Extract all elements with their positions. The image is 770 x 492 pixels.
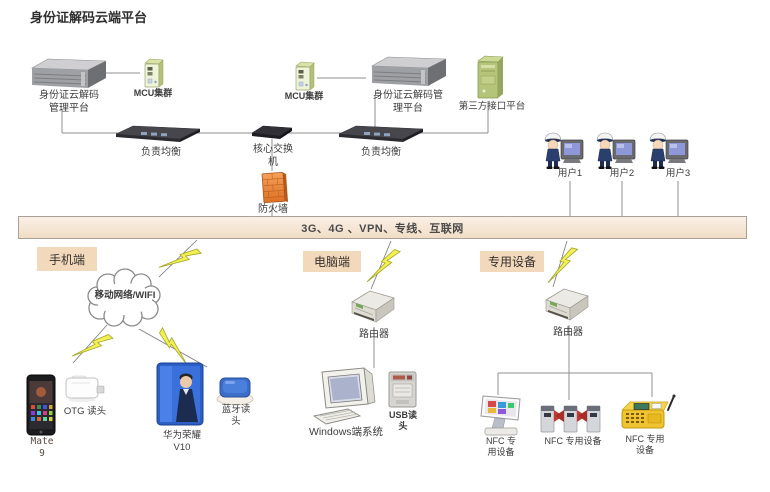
bluetooth-reader-label: 蓝牙读 头	[221, 404, 251, 427]
user1-label: 用户1	[557, 168, 583, 179]
diagram-title: 身份证解码云端平台	[30, 10, 148, 25]
server-right-label: 身份证云解码管 理平台	[373, 90, 443, 114]
phone-mate9-label: Mate 9	[30, 436, 54, 459]
windows-pc-label: Windows端系统	[308, 426, 384, 438]
section-tag-dedicated: 专用设备	[480, 251, 544, 272]
rack-server-icon	[26, 54, 108, 94]
mcu-cluster-icon	[140, 58, 166, 90]
user3-label: 用户3	[665, 168, 691, 179]
phone-mate9-icon	[26, 374, 58, 438]
core-switch-icon	[250, 124, 294, 140]
mcu-cluster-left-label: MCU集群	[133, 88, 173, 98]
nfc-tablet-terminal-icon	[478, 394, 524, 438]
third-party-server-icon	[472, 54, 508, 102]
router-icon	[542, 284, 592, 326]
user-officer-icon	[541, 128, 585, 172]
cloud-label: 移动网络/WIFI	[94, 290, 156, 301]
user-officer-icon	[646, 128, 690, 172]
core-switch-label: 核心交换 机	[253, 144, 293, 168]
usb-reader-icon	[386, 370, 420, 410]
section-tag-pc: 电脑端	[303, 251, 361, 272]
router-pc-label: 路由器	[359, 329, 389, 340]
load-balancer-icon	[113, 124, 203, 142]
firewall-label: 防火墙	[258, 204, 288, 215]
phone-honor-v10-label: 华为荣耀 V10	[162, 430, 201, 453]
nfc-pos-terminal-icon	[618, 394, 676, 436]
bluetooth-reader-icon	[214, 376, 258, 406]
network-band: 3G、4G 、VPN、专线、互联网	[18, 216, 747, 239]
load-balancer-right-label: 负责均衡	[361, 147, 401, 158]
cloud-icon	[84, 268, 166, 328]
usb-reader-label: USB读 头	[388, 410, 417, 432]
user-officer-icon	[593, 128, 637, 172]
otg-reader-label: OTG 读头	[63, 406, 107, 417]
third-party-label: 第三方接口平台	[458, 101, 526, 112]
user2-label: 用户2	[609, 168, 635, 179]
load-balancer-left-label: 负责均衡	[141, 147, 181, 158]
otg-reader-icon	[64, 374, 106, 404]
router-icon	[348, 286, 398, 328]
desktop-pc-icon	[312, 366, 378, 428]
section-tag-mobile: 手机端	[37, 247, 97, 271]
load-balancer-icon	[336, 124, 426, 142]
firewall-icon	[258, 170, 290, 206]
nfc-device3-label: NFC 专用 设备	[625, 434, 665, 456]
nfc-turnstile-icon	[539, 398, 605, 436]
router-dedicated-label: 路由器	[553, 327, 583, 338]
rack-server-icon	[366, 52, 448, 92]
mcu-cluster-icon	[291, 61, 317, 93]
server-left-label: 身份证云解码 管理平台	[39, 90, 99, 114]
mcu-cluster-right-label: MCU集群	[284, 91, 324, 101]
phone-honor-v10-icon	[156, 362, 206, 428]
nfc-device1-label: NFC 专 用设备	[486, 436, 516, 458]
nfc-device2-label: NFC 专用设备	[544, 436, 602, 446]
